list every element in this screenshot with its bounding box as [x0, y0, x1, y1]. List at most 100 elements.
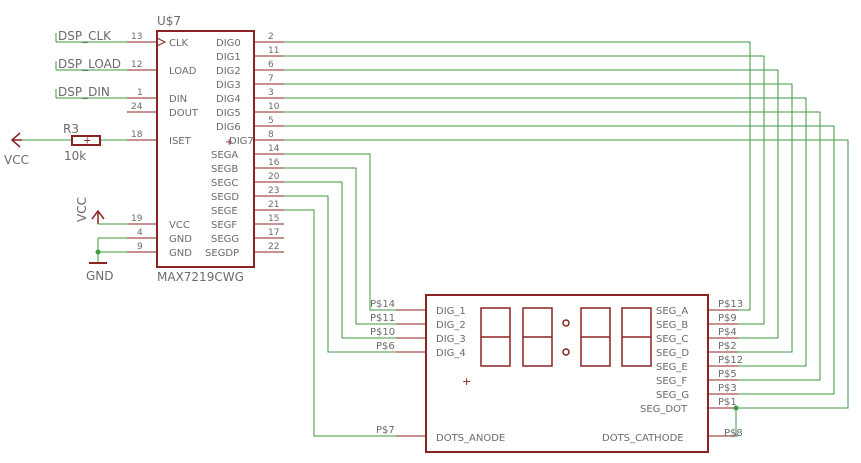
ic-left-pin-stubs [127, 41, 157, 253]
ic-pin-num: 12 [131, 60, 142, 70]
ic-pin-label: DIG6 [216, 122, 241, 133]
ic-pin-num: 3 [268, 88, 274, 98]
clock-input-icon [156, 37, 167, 47]
ic-pin-label: SEGC [211, 178, 238, 189]
ic-pin-num: 19 [131, 214, 143, 224]
display-pin-label: SEG_B [656, 320, 688, 331]
ic-body [156, 30, 255, 268]
display-body [425, 294, 709, 453]
ic-pin-num: 1 [137, 88, 143, 98]
display-pin-label: DIG_3 [436, 334, 466, 345]
ic-pin-label: VCC [169, 220, 190, 231]
resistor-origin-mark: + [83, 136, 91, 147]
display-pad: P$14 [370, 299, 395, 310]
ic-name: U$7 [157, 14, 181, 28]
ic-origin-mark: + [225, 137, 233, 148]
ic-pin-num: 18 [131, 130, 143, 140]
ic-pin-num: 6 [268, 60, 274, 70]
display-left-pin-stubs [396, 309, 426, 437]
resistor-name: R3 [63, 122, 79, 136]
ic-pin-num: 4 [137, 228, 143, 238]
net-wires [284, 41, 849, 437]
display-pad: P$9 [718, 313, 737, 324]
ic-pin-num: 7 [268, 74, 274, 84]
display-pad: P$7 [376, 425, 395, 436]
ic-pin-num: 5 [268, 116, 274, 126]
ic-pin-num: 14 [268, 144, 280, 154]
net-label-dsp-load: DSP_LOAD [58, 57, 121, 71]
display-pin-label: SEG_C [656, 334, 688, 345]
display-pad: P$4 [718, 327, 737, 338]
ic-pin-label: DIG4 [216, 94, 241, 105]
ic-pin-label: DIG5 [216, 108, 241, 119]
display-pad: P$1 [718, 397, 737, 408]
display-pin-label: DOTS_CATHODE [602, 433, 684, 444]
ic-pin-label: DIG2 [216, 66, 241, 77]
ic-pin-label: CLK [169, 38, 189, 49]
seven-segment-digits [480, 307, 652, 367]
ic-pin-num: 9 [137, 242, 143, 252]
ic-value: MAX7219CWG [157, 270, 244, 284]
display-pad: P$3 [718, 383, 737, 394]
ic-pin-num: 16 [268, 158, 280, 168]
display-right-pin-stubs [708, 309, 738, 437]
ic-pin-num: 10 [268, 102, 280, 112]
ic-pin-label: GND [169, 234, 192, 245]
display-pin-label: SEG_D [656, 348, 689, 359]
display-pin-label: SEG_E [656, 362, 688, 373]
ic-pin-label: LOAD [169, 66, 197, 77]
ic-pin-label: DIN [169, 94, 187, 105]
colon-dot-top-icon [562, 319, 570, 327]
net-label-dsp-din: DSP_DIN [58, 85, 110, 99]
ic-pin-label: SEGD [211, 192, 239, 203]
display-pin-label: SEG_F [656, 376, 687, 387]
display-pad: P$11 [370, 313, 395, 324]
ic-pin-num: 20 [268, 172, 280, 182]
ic-pin-label: DIG7 [229, 136, 254, 147]
vcc-top-label: VCC [75, 197, 89, 222]
display-pad: P$5 [718, 369, 737, 380]
ic-pin-num: 17 [268, 228, 279, 238]
display-pin-label: SEG_G [656, 390, 689, 401]
ic-pin-label: SEGF [211, 220, 237, 231]
ic-pin-num: 22 [268, 242, 279, 252]
ic-pin-num: 13 [131, 32, 142, 42]
seg-dot-junction [733, 405, 739, 411]
ic-pin-label: DIG3 [216, 80, 241, 91]
ic-pin-label: SEGDP [205, 248, 239, 259]
resistor-value: 10k [64, 149, 86, 163]
ic-pin-num: 11 [268, 46, 279, 56]
display-pad: P$6 [376, 341, 395, 352]
gnd-junction [95, 249, 101, 255]
display-pad: P$12 [718, 355, 743, 366]
display-pin-label: DIG_1 [436, 306, 466, 317]
display-pin-label: DOTS_ANODE [436, 433, 505, 444]
ic-pin-num: 8 [268, 130, 274, 140]
display-pad: P$13 [718, 299, 743, 310]
display-pin-label: DIG_4 [436, 348, 466, 359]
ic-pin-num: 15 [268, 214, 279, 224]
ic-pin-label: DIG1 [216, 52, 241, 63]
gnd-label: GND [86, 269, 114, 283]
ic-pin-num: 2 [268, 32, 274, 42]
ic-pin-label: ISET [169, 136, 192, 147]
vcc-left-label: VCC [4, 153, 29, 167]
ic-pin-label: SEGE [211, 206, 238, 217]
display-pad: P$8 [724, 428, 743, 439]
ic-pin-num: 23 [268, 186, 279, 196]
input-net-wires [55, 33, 127, 99]
power-wires [97, 223, 127, 262]
net-label-dsp-clk: DSP_CLK [58, 29, 112, 43]
display-pin-label: SEG_A [656, 306, 688, 317]
display-pad: P$2 [718, 341, 737, 352]
ic-pin-num: 21 [268, 200, 279, 210]
ic-right-pin-stubs [254, 41, 284, 253]
colon-dot-bottom-icon [562, 348, 570, 356]
display-pin-label: DIG_2 [436, 320, 466, 331]
ic-pin-label: GND [169, 248, 192, 259]
display-pin-label: SEG_DOT [640, 404, 688, 415]
display-origin-mark: + [462, 375, 471, 388]
ic-pin-label: SEGB [211, 164, 238, 175]
ic-pin-num: 24 [131, 102, 143, 112]
